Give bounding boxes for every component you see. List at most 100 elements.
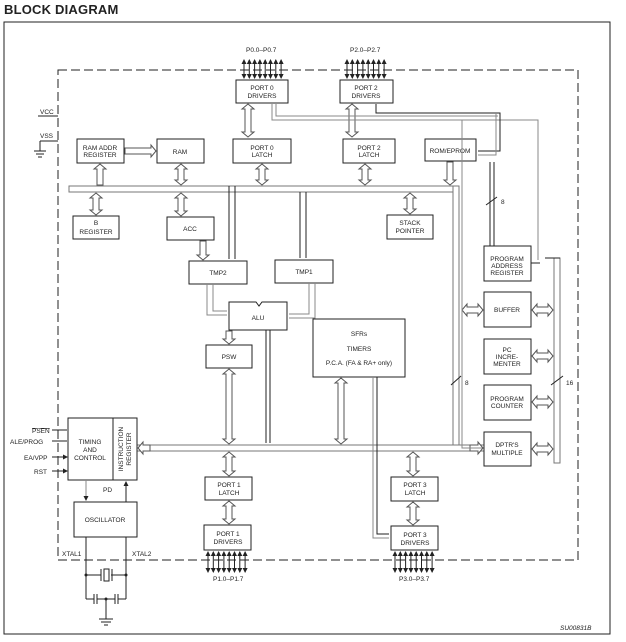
- svg-text:SFRs: SFRs: [351, 331, 368, 338]
- stack-pointer-block: STACK POINTER: [386, 214, 434, 240]
- svg-text:PORT 3: PORT 3: [403, 482, 427, 489]
- svg-text:RAM: RAM: [173, 149, 187, 156]
- pin-vcc: VCC: [40, 109, 54, 116]
- bus-tmp1-link: [299, 192, 307, 258]
- sfr-port3-link-b: [376, 377, 389, 535]
- internal-to-dptr-link: [461, 120, 482, 449]
- power-pins: [34, 115, 58, 158]
- port-pin-arrays: [205, 59, 435, 573]
- outer-frame: [3, 21, 611, 635]
- svg-text:ACC: ACC: [183, 226, 197, 233]
- bus-ir-arrow: [137, 440, 151, 456]
- bus-width-label-8: 8: [501, 199, 505, 206]
- bus-port1latch-arrow: [221, 451, 237, 477]
- alu-block: ALU: [228, 301, 288, 331]
- port3-latch-drivers-arrow: [405, 501, 421, 526]
- bus-width-tick: [450, 375, 462, 386]
- instruction-register-block: INSTRUCTION REGISTER: [112, 417, 138, 481]
- svg-text:RAM ADDR: RAM ADDR: [83, 145, 118, 152]
- port0-latch-block: PORT 0 LATCH: [232, 138, 292, 164]
- port3-drivers-block: PORT 3 DRIVERS: [390, 525, 439, 551]
- pc-incrementer-block: PC INCRE- MENTER: [483, 338, 532, 375]
- internal-bus-top: [68, 185, 460, 193]
- program-address-register-block: PROGRAM ADDRESS REGISTER: [483, 245, 532, 282]
- port0-pin-array: [241, 59, 284, 79]
- svg-text:PC: PC: [502, 347, 511, 354]
- svg-text:PORT 1: PORT 1: [216, 531, 240, 538]
- svg-text:INCRE-: INCRE-: [496, 354, 518, 361]
- svg-text:PORT 0: PORT 0: [250, 85, 274, 92]
- svg-text:BUFFER: BUFFER: [494, 307, 520, 314]
- pin-ea-vpp: EA/VPP: [24, 455, 47, 462]
- port1-drivers-block: PORT 1 DRIVERS: [203, 524, 252, 551]
- svg-text:ROM/EPROM: ROM/EPROM: [430, 148, 471, 155]
- svg-text:DRIVERS: DRIVERS: [214, 539, 244, 546]
- addr-line-port0-inner: [275, 104, 498, 117]
- pin-ale-prog: ALE/PROG: [10, 439, 43, 446]
- pc-bus: [553, 257, 561, 464]
- bus-width-label-8b: 8: [465, 380, 469, 387]
- crystal-circuit: [84, 537, 128, 626]
- port0-drivers-block: PORT 0 DRIVERS: [235, 79, 289, 104]
- psw-bus-arrow: [221, 368, 237, 445]
- port3-pins-label: P3.0–P3.7: [399, 576, 430, 583]
- b-register-block: B REGISTER: [72, 215, 120, 240]
- bus-port3latch-arrow: [405, 451, 421, 477]
- port0-drivers-latch-arrow: [240, 103, 256, 138]
- tmp1-block: TMP1: [274, 259, 334, 284]
- figure-id: SU00831B: [560, 625, 592, 632]
- port0-pins-label: P0.0–P0.7: [246, 47, 277, 54]
- pin-psen: PSEN: [32, 428, 50, 435]
- ram-bus-arrow: [173, 163, 189, 186]
- acc-tmp2-arrow: [195, 240, 211, 261]
- svg-text:PROGRAM: PROGRAM: [490, 256, 524, 263]
- port3-pin-array: [392, 551, 435, 573]
- svg-text:PORT 2: PORT 2: [357, 145, 381, 152]
- svg-text:COUNTER: COUNTER: [491, 403, 523, 410]
- port1-latch-drivers-arrow: [221, 500, 237, 525]
- pc-pcbus-arrow: [531, 394, 554, 410]
- addr-line-port0: [271, 104, 539, 260]
- buffer-pcbus-arrow: [531, 302, 554, 318]
- bus-connectors: [88, 103, 554, 526]
- svg-text:PORT 2: PORT 2: [354, 85, 378, 92]
- svg-text:PORT 3: PORT 3: [403, 532, 427, 539]
- svg-text:PROGRAM: PROGRAM: [490, 396, 524, 403]
- bus-tmp2-link: [228, 186, 236, 259]
- addr-line-rom: [478, 113, 497, 156]
- sfr-port3-link: [372, 377, 389, 539]
- port1-pin-array: [205, 551, 248, 573]
- alu-bus-link: [265, 330, 271, 443]
- svg-text:MULTIPLE: MULTIPLE: [491, 450, 523, 457]
- svg-text:TMP2: TMP2: [209, 270, 227, 277]
- svg-text:STACK: STACK: [399, 220, 421, 227]
- svg-text:ALU: ALU: [252, 315, 265, 322]
- svg-text:CONTROL: CONTROL: [74, 455, 106, 462]
- bus-acc-arrow: [173, 192, 189, 217]
- svg-text:REGISTER: REGISTER: [490, 270, 524, 277]
- svg-text:REGISTER: REGISTER: [126, 432, 133, 466]
- ram-block: RAM: [156, 138, 205, 164]
- svg-text:REGISTER: REGISTER: [83, 152, 117, 159]
- internal-bus-bottom: [131, 444, 485, 452]
- svg-text:PORT 1: PORT 1: [217, 482, 241, 489]
- svg-text:DRIVERS: DRIVERS: [352, 93, 382, 100]
- addr-line-port2: [375, 104, 501, 152]
- ramaddr-ram-arrow: [124, 143, 157, 159]
- diagram-title: BLOCK DIAGRAM: [4, 2, 119, 17]
- port2-latch-block: PORT 2 LATCH: [342, 138, 396, 164]
- port1-latch-block: PORT 1 LATCH: [204, 476, 253, 501]
- pin-vss: VSS: [40, 133, 54, 140]
- tmp1-alu-link: [289, 283, 316, 319]
- port2-pin-array: [344, 59, 387, 79]
- rom-par-link: [489, 162, 495, 246]
- port3-latch-block: PORT 3 LATCH: [390, 476, 439, 502]
- rom-eprom-block: ROM/EPROM: [424, 138, 477, 162]
- pin-pd: PD: [103, 487, 112, 494]
- dptrs-multiple-block: DPTR'S MULTIPLE: [483, 431, 532, 467]
- dptr-pcbus-arrow: [531, 441, 554, 457]
- svg-text:ADDRESS: ADDRESS: [491, 263, 523, 270]
- bus-stackpointer-arrow: [402, 192, 418, 215]
- internal-bus-right: [452, 185, 460, 452]
